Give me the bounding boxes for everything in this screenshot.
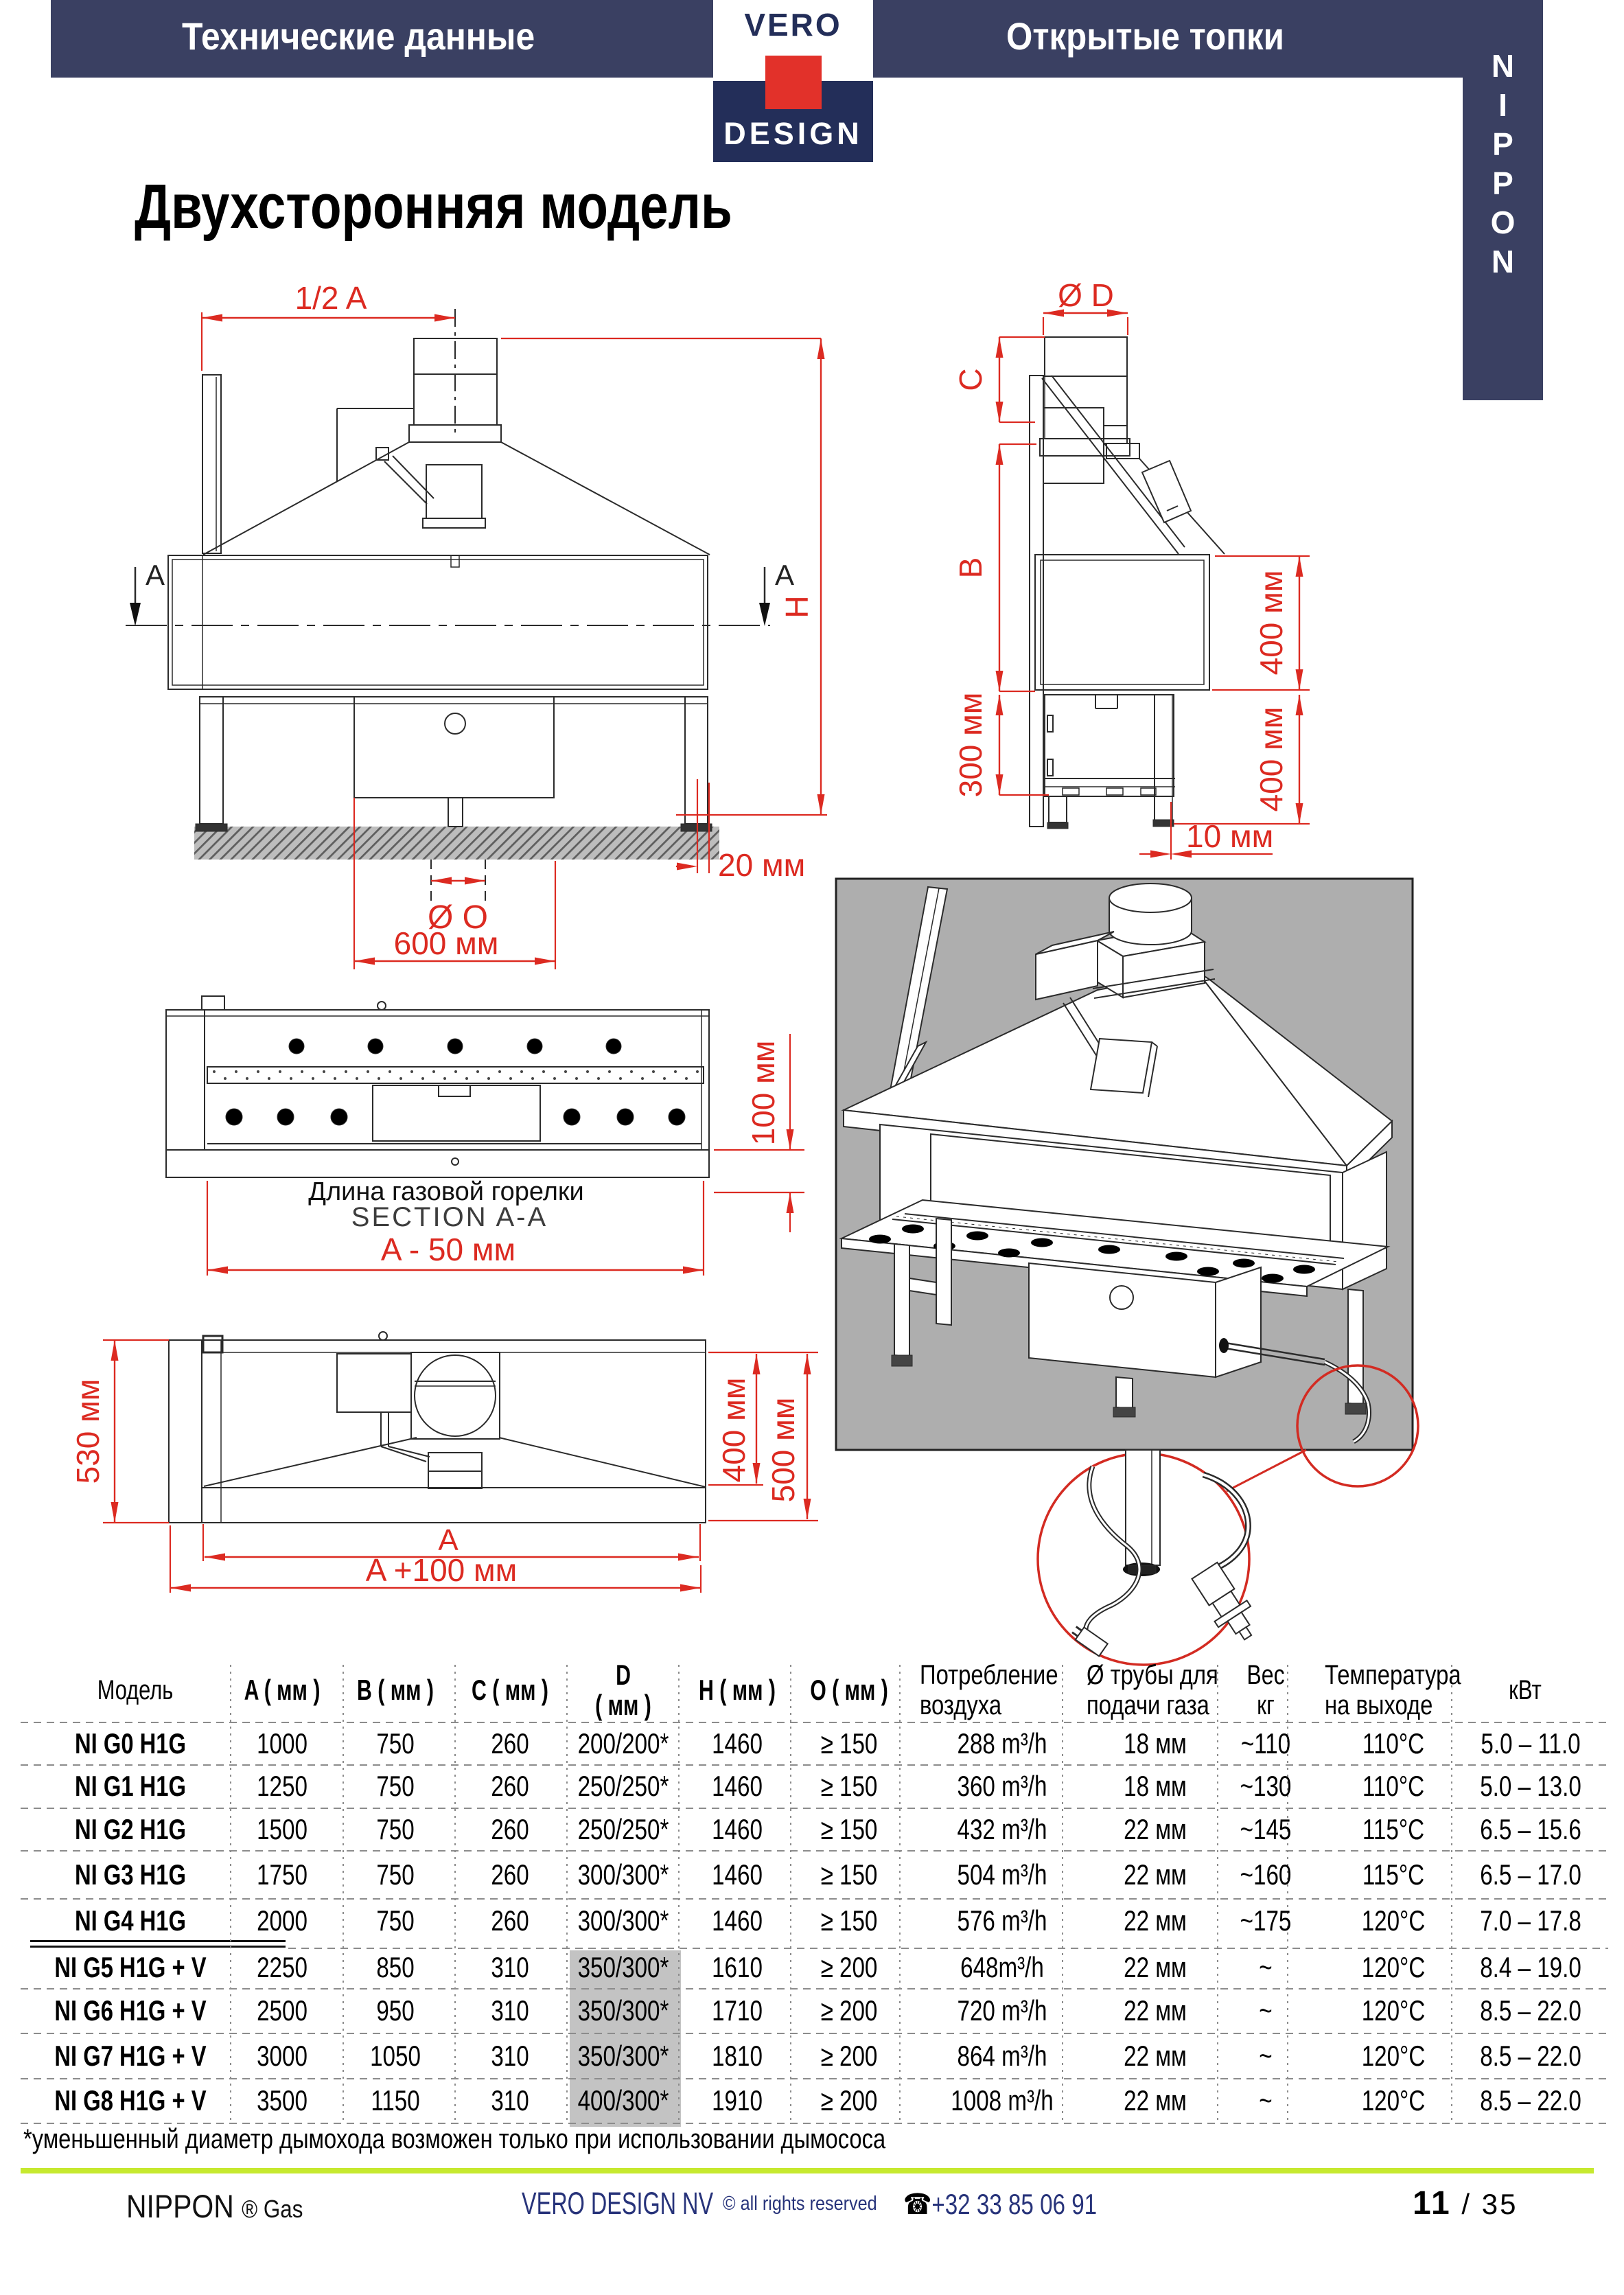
svg-text:300 мм: 300 мм — [954, 693, 988, 798]
svg-text:A - 50 мм: A - 50 мм — [381, 1232, 515, 1267]
svg-text:100 мм: 100 мм — [745, 1041, 781, 1146]
svg-text:SECTION A-A: SECTION A-A — [351, 1202, 548, 1232]
svg-text:Ø O: Ø O — [428, 899, 488, 936]
svg-text:A: A — [146, 559, 165, 591]
svg-text:H: H — [779, 595, 815, 618]
svg-text:500 мм: 500 мм — [765, 1398, 801, 1503]
svg-text:1/2 A: 1/2 A — [295, 280, 367, 316]
svg-text:600 мм: 600 мм — [394, 925, 499, 961]
svg-text:B: B — [954, 557, 988, 579]
svg-text:400 мм: 400 мм — [1253, 570, 1289, 676]
svg-text:400 мм: 400 мм — [716, 1378, 752, 1483]
svg-text:20 мм: 20 мм — [718, 847, 805, 883]
svg-text:530 мм: 530 мм — [70, 1379, 106, 1484]
svg-text:C: C — [954, 368, 988, 391]
svg-text:A +100 мм: A +100 мм — [366, 1552, 518, 1588]
svg-text:400 мм: 400 мм — [1253, 707, 1289, 812]
svg-text:Длина газовой горелки: Длина газовой горелки — [308, 1177, 584, 1206]
svg-text:A: A — [775, 559, 794, 591]
svg-text:Ø D: Ø D — [1058, 277, 1114, 313]
svg-text:10 мм: 10 мм — [1186, 818, 1273, 854]
svg-text:A: A — [438, 1523, 459, 1557]
